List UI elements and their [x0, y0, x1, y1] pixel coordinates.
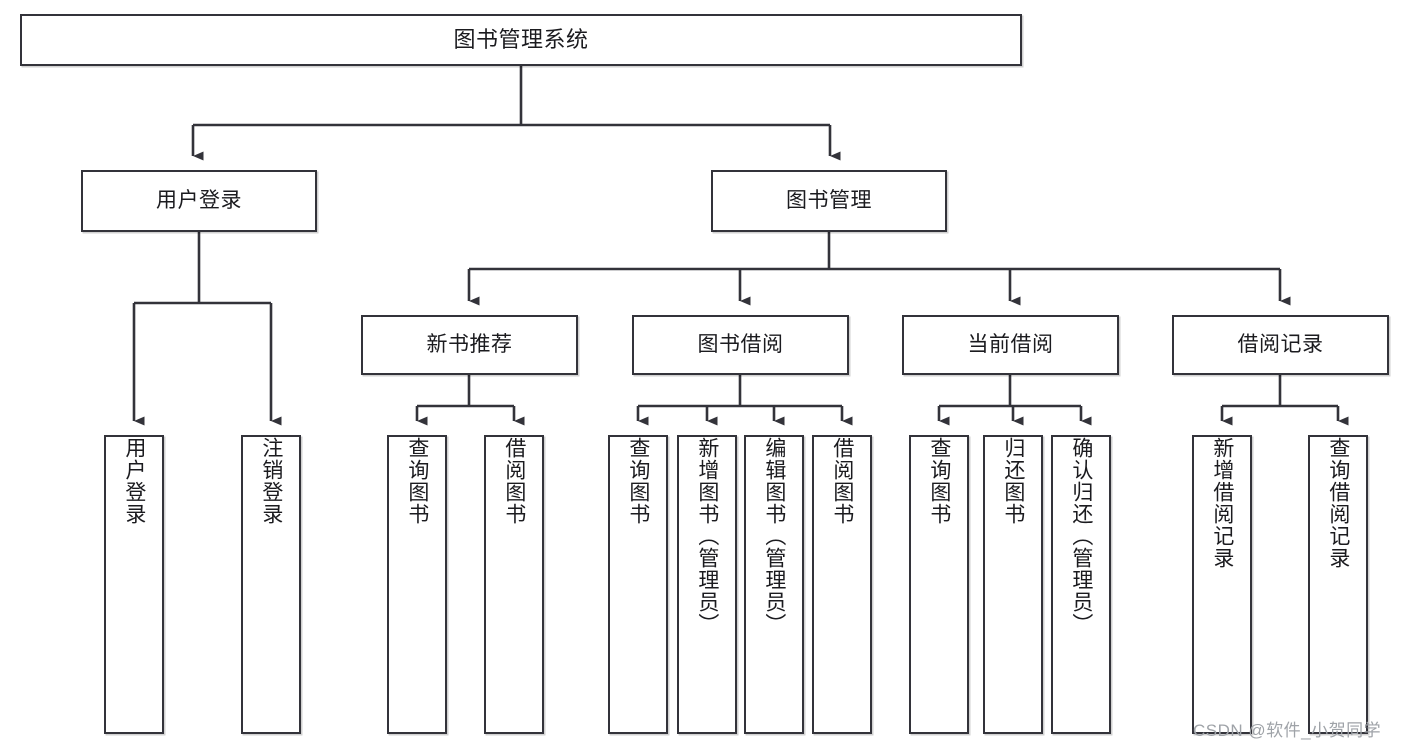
- node-leaf-borrow-book-2-label: 借阅图书: [830, 437, 854, 525]
- node-borrow-record-label: 借阅记录: [1237, 332, 1324, 356]
- node-leaf-add-book[interactable]: 新增图书（管理员）: [677, 435, 737, 734]
- node-leaf-add-record-label: 新增借阅记录: [1210, 437, 1234, 569]
- node-leaf-query-record[interactable]: 查询借阅记录: [1308, 435, 1368, 734]
- node-leaf-query-book-1[interactable]: 查询图书: [387, 435, 447, 734]
- node-leaf-query-book-2-label: 查询图书: [626, 437, 650, 525]
- node-leaf-query-book-2[interactable]: 查询图书: [608, 435, 668, 734]
- node-user-login-label: 用户登录: [156, 188, 242, 212]
- node-book-borrow[interactable]: 图书借阅: [632, 315, 849, 375]
- node-leaf-user-login-label: 用户登录: [122, 437, 146, 525]
- node-root-label: 图书管理系统: [453, 27, 589, 53]
- node-book-manage-label: 图书管理: [786, 188, 872, 212]
- node-leaf-confirm-return-label: 确认归还（管理员）: [1069, 437, 1093, 635]
- node-leaf-return-book[interactable]: 归还图书: [983, 435, 1043, 734]
- node-leaf-query-book-3[interactable]: 查询图书: [909, 435, 969, 734]
- node-leaf-logout-label: 注销登录: [259, 437, 283, 525]
- node-leaf-borrow-book-1[interactable]: 借阅图书: [484, 435, 544, 734]
- node-leaf-borrow-book-2[interactable]: 借阅图书: [812, 435, 872, 734]
- node-leaf-borrow-book-1-label: 借阅图书: [502, 437, 526, 525]
- node-leaf-edit-book-label: 编辑图书（管理员）: [762, 437, 786, 635]
- node-leaf-logout[interactable]: 注销登录: [241, 435, 301, 734]
- node-new-book-recommend-label: 新书推荐: [426, 332, 513, 356]
- node-book-borrow-label: 图书借阅: [697, 332, 784, 356]
- node-leaf-confirm-return[interactable]: 确认归还（管理员）: [1051, 435, 1111, 734]
- node-leaf-user-login[interactable]: 用户登录: [104, 435, 164, 734]
- node-user-login[interactable]: 用户登录: [81, 170, 317, 232]
- node-borrow-record[interactable]: 借阅记录: [1172, 315, 1389, 375]
- node-book-manage[interactable]: 图书管理: [711, 170, 947, 232]
- node-root[interactable]: 图书管理系统: [20, 14, 1022, 66]
- node-leaf-add-book-label: 新增图书（管理员）: [695, 437, 719, 635]
- node-current-borrow[interactable]: 当前借阅: [902, 315, 1119, 375]
- node-current-borrow-label: 当前借阅: [967, 332, 1054, 356]
- node-leaf-return-book-label: 归还图书: [1001, 437, 1025, 525]
- node-leaf-query-record-label: 查询借阅记录: [1326, 437, 1350, 569]
- node-leaf-query-book-3-label: 查询图书: [927, 437, 951, 525]
- node-leaf-edit-book[interactable]: 编辑图书（管理员）: [744, 435, 804, 734]
- node-new-book-recommend[interactable]: 新书推荐: [361, 315, 578, 375]
- node-leaf-query-book-1-label: 查询图书: [405, 437, 429, 525]
- node-leaf-add-record[interactable]: 新增借阅记录: [1192, 435, 1252, 734]
